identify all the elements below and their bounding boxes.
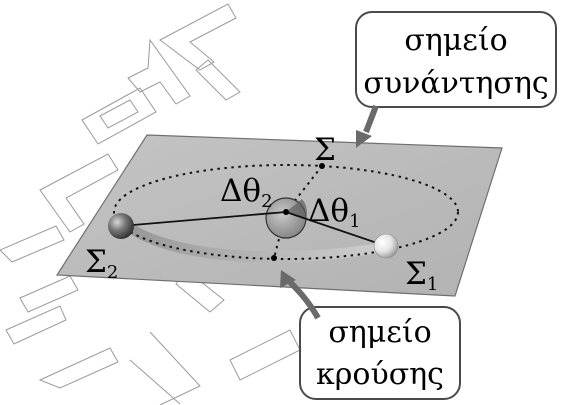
sphere-2	[108, 213, 134, 239]
callout-collision-point-line2: κρούσης	[316, 357, 444, 392]
circular-orbit	[113, 164, 459, 260]
arrow-to-meeting-point	[356, 104, 379, 148]
label-sigma-2: Σ2	[85, 244, 118, 283]
callout-meeting-point: σημείο συνάντησης	[355, 11, 557, 108]
callout-meeting-point-line2: συνάντησης	[363, 66, 548, 101]
callout-collision-point: σημείο κρούσης	[299, 306, 461, 400]
radius-to-sphere-2	[120, 211, 287, 227]
label-delta-theta-1: Δθ1	[308, 193, 361, 232]
label-sigma-meeting: Σ	[314, 132, 336, 168]
meeting-point	[319, 163, 325, 169]
radius-to-sphere-1	[285, 211, 387, 247]
sphere-1	[373, 233, 399, 259]
label-delta-theta-2: Δθ2	[220, 173, 273, 212]
center-point	[283, 209, 289, 215]
arrow-to-collision-point	[280, 270, 321, 320]
callout-meeting-point-line1: σημείο	[404, 23, 507, 58]
line-center-to-meeting-point	[285, 165, 323, 213]
label-sigma-1: Σ1	[405, 256, 438, 295]
collision-point	[271, 255, 277, 261]
callout-collision-point-line1: σημείο	[328, 315, 431, 350]
